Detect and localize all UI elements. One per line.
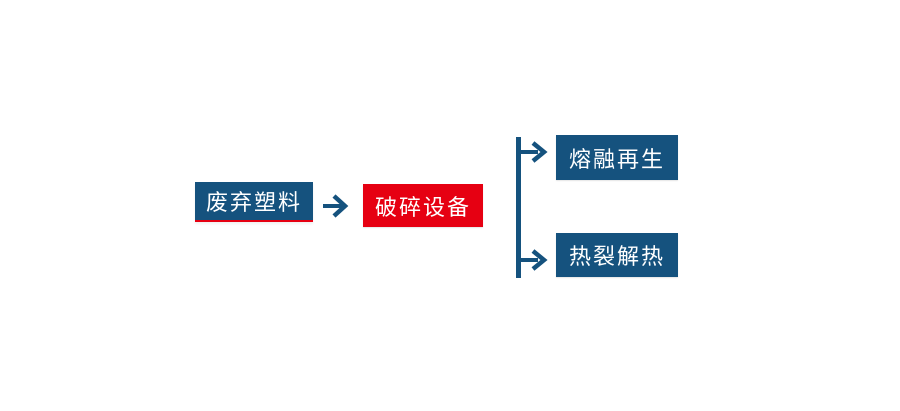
node-melt-regeneration: 熔融再生 [556, 135, 678, 180]
branch-arrow-bottom-icon [519, 249, 548, 271]
arrow-right-icon [323, 194, 349, 218]
node-melt-regeneration-label: 熔融再生 [568, 146, 665, 172]
branch-connector-line [516, 137, 521, 278]
node-waste-plastic-label: 废弃塑料 [205, 190, 302, 215]
node-waste-plastic: 废弃塑料 [195, 182, 313, 222]
branch-arrow-top-icon [519, 141, 548, 163]
node-crushing-equipment-label: 破碎设备 [374, 194, 471, 220]
node-pyrolysis-heat: 热裂解热 [556, 233, 678, 277]
node-crushing-equipment: 破碎设备 [363, 184, 483, 227]
node-pyrolysis-heat-label: 热裂解热 [568, 244, 665, 269]
